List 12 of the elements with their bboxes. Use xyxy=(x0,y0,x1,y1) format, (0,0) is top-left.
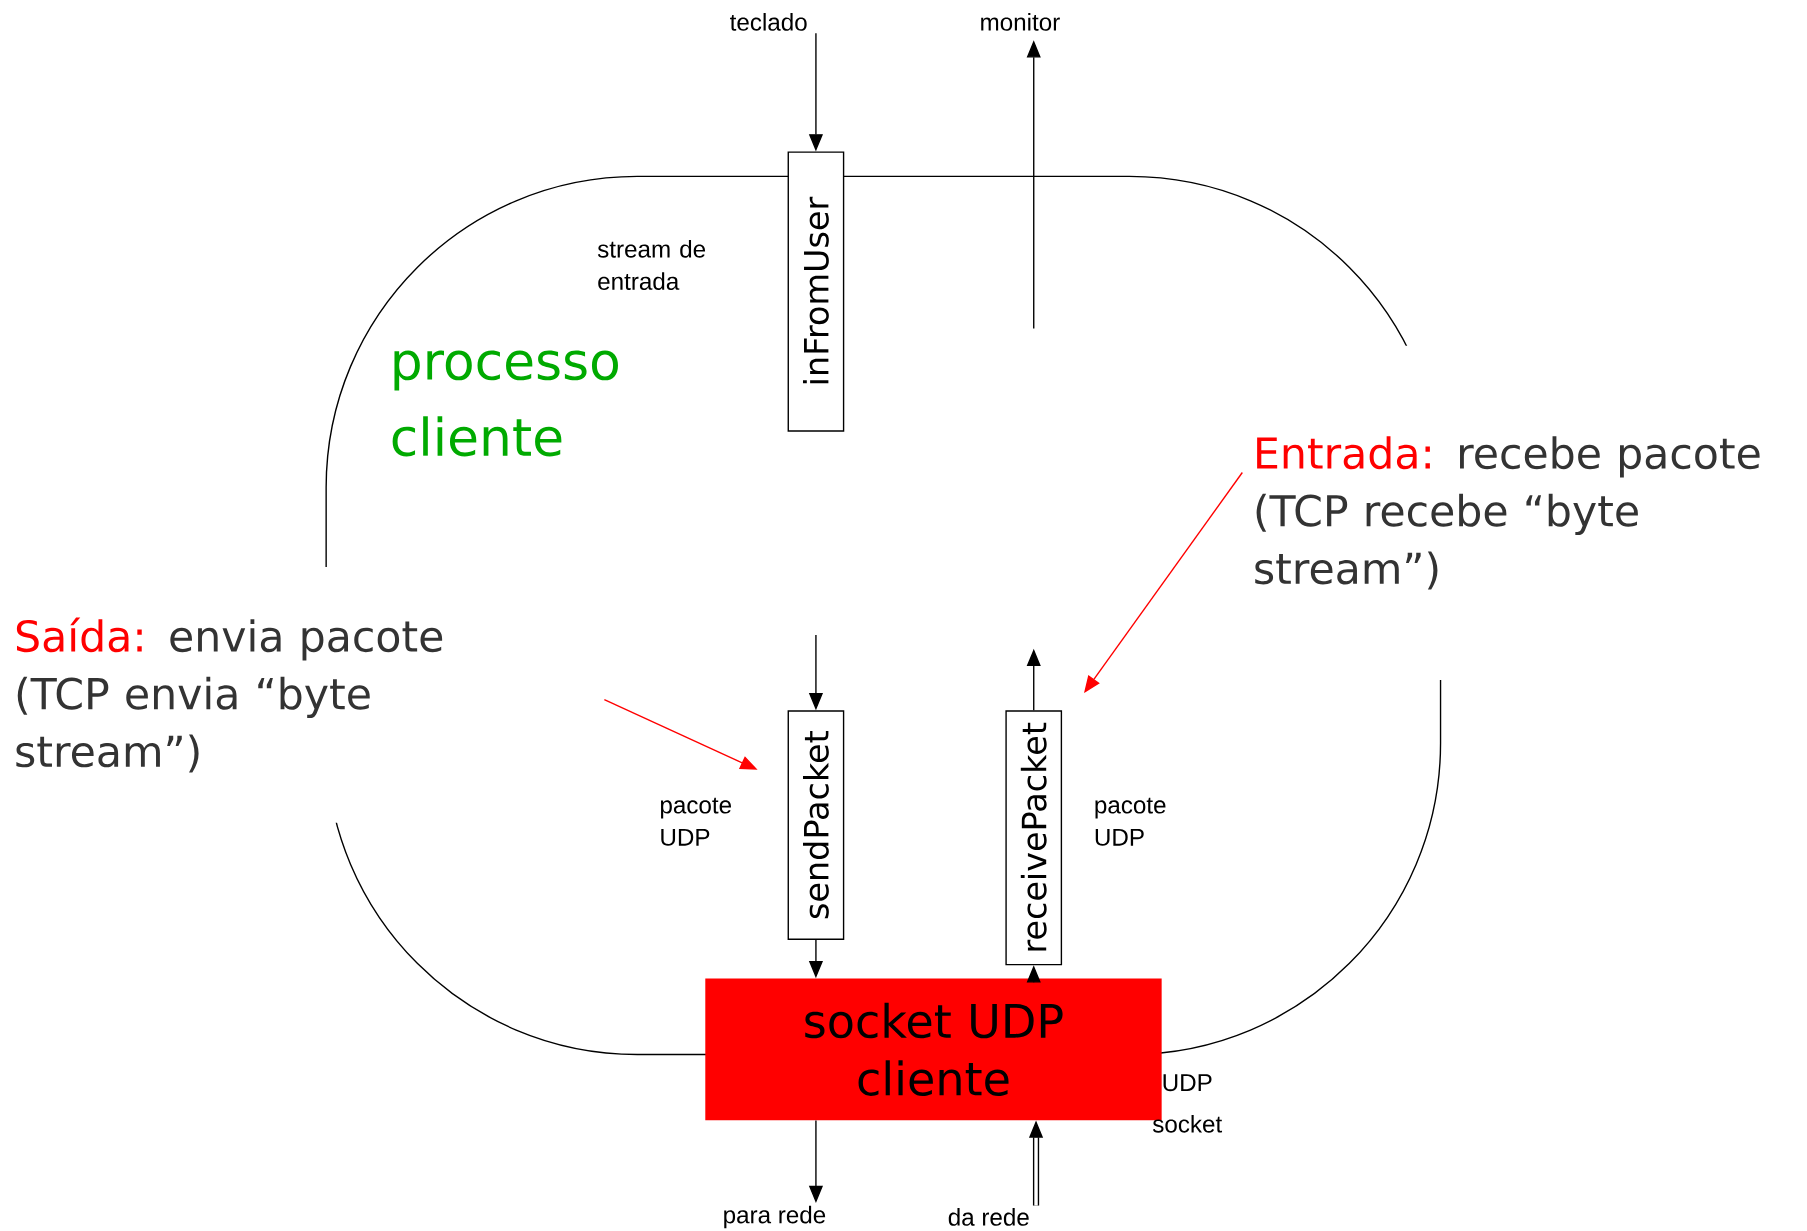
stream-label: stream de entrada xyxy=(597,240,706,291)
stream-box: sendPacket xyxy=(787,710,845,941)
callout-text: Saída: envia pacote (TCP envia “byte stream”) xyxy=(14,567,522,823)
packet-label: pacote UDP xyxy=(661,797,731,846)
io-label: da rede xyxy=(948,1208,1029,1226)
stream-box: inFromUser xyxy=(787,151,845,432)
callout-text: Entrada: recebe pacote (TCP recebe “byte stream”) xyxy=(1252,345,1804,681)
io-label: monitor xyxy=(981,13,1060,31)
io-label: para rede xyxy=(724,1205,826,1229)
packet-label: pacote UDP xyxy=(1095,797,1166,846)
stream-box: receivePacket xyxy=(1005,710,1063,966)
io-label: teclado xyxy=(730,13,807,31)
